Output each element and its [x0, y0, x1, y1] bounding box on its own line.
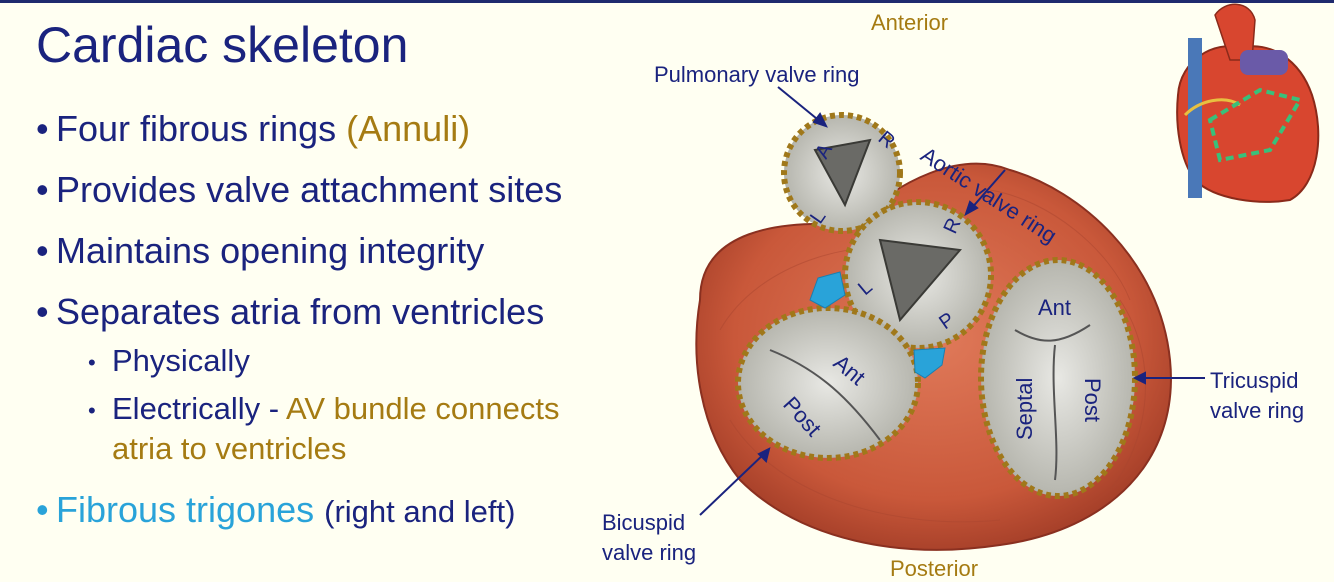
posterior-label: Posterior	[890, 556, 979, 581]
muscle-fibers	[719, 189, 1146, 523]
slide-title: Cardiac skeleton	[36, 17, 409, 73]
bullet-item: •Four fibrous rings (Annuli)	[36, 108, 471, 149]
anterior-label: Anterior	[871, 10, 949, 35]
bullet-list: •Four fibrous rings (Annuli) •Provides v…	[36, 108, 562, 550]
bicuspid-label-line2: valve ring	[602, 540, 697, 565]
bullet-text: Maintains opening integrity	[56, 230, 485, 271]
sub-bullet-text-highlight: AV bundle connects	[286, 391, 560, 426]
left-fibrous-trigone	[913, 347, 946, 379]
tricuspid-label-line1: Tricuspid	[1210, 368, 1299, 393]
aortic-valve	[842, 199, 994, 351]
bullet-item: •Separates atria from ventricles	[36, 291, 545, 332]
bicuspid-label-line1: Bicuspid	[602, 510, 686, 535]
bullet-text: (right and left)	[324, 494, 516, 529]
tricuspid-label-line2: valve ring	[1210, 398, 1305, 423]
right-fibrous-trigone	[809, 271, 846, 309]
bullet-text: Separates atria from ventricles	[56, 291, 545, 332]
bullet-text: Four fibrous rings	[56, 108, 337, 149]
sub-bullet-text: Electrically -	[112, 391, 280, 426]
sub-bullet-continuation: atria to ventricles	[88, 431, 562, 489]
label-arrows	[699, 86, 1205, 516]
tricuspid-cusp-label: Ant	[1038, 295, 1071, 320]
bullet-item: •Maintains opening integrity	[36, 230, 485, 271]
heart-thumbnail	[1176, 3, 1320, 203]
top-border	[0, 0, 1334, 3]
bicuspid-valve	[735, 305, 921, 461]
tricuspid-cusp-label: Septal	[1012, 378, 1037, 440]
pulmonary-valve-label: Pulmonary valve ring	[654, 62, 860, 87]
sub-bullet-item: •Physically	[88, 343, 250, 378]
sub-bullet-item: •Electrically - AV bundle connects	[88, 391, 560, 426]
tricuspid-cusp-label: Post	[1080, 378, 1105, 422]
sub-bullet-text: Physically	[112, 343, 250, 378]
bullet-text: Provides valve attachment sites	[56, 169, 563, 210]
bullet-item: •Provides valve attachment sites	[36, 169, 563, 210]
bullet-text-highlight: (Annuli)	[346, 108, 471, 149]
bullet-text-highlight: Fibrous trigones	[56, 489, 315, 530]
bullet-item: •Fibrous trigones (right and left)	[36, 489, 516, 530]
pulmonary-valve	[781, 112, 903, 234]
sub-bullet-text-highlight: atria to ventricles	[112, 431, 347, 466]
